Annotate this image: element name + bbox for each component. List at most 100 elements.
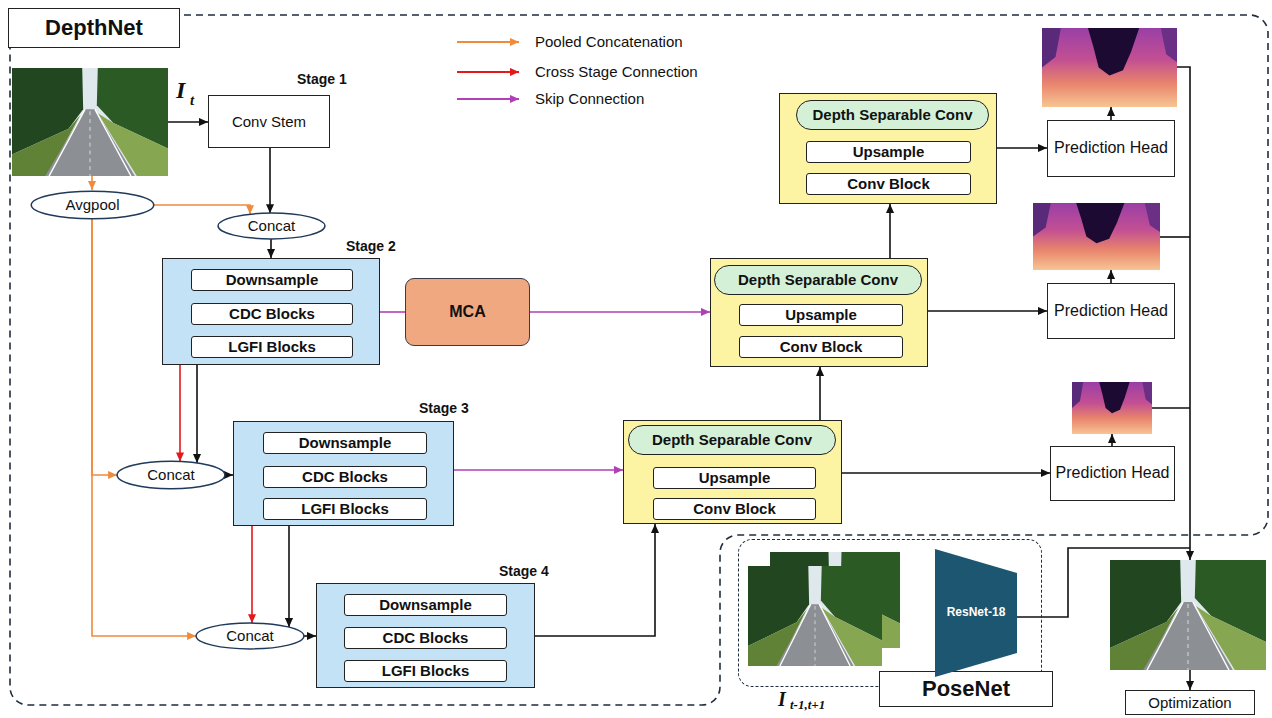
node-label: Downsample	[379, 596, 472, 613]
concat-ellipse: Concat	[217, 212, 326, 240]
connector	[819, 367, 821, 420]
connector	[304, 635, 316, 637]
connector	[997, 147, 1047, 149]
node-label: Conv Block	[847, 175, 930, 192]
legend-text: Skip Connection	[535, 90, 644, 107]
stage-label: Stage 1	[297, 71, 347, 87]
process-box: Stage 1Conv Stem	[208, 95, 330, 148]
connector	[842, 472, 1050, 474]
title-box: DepthNet	[8, 8, 180, 48]
region-outline: DepthNetStage 1Conv StemAvgpoolConcatSta…	[10, 15, 1268, 705]
head-arrow	[1110, 270, 1112, 283]
connector	[196, 365, 198, 463]
pose-line	[1016, 548, 1190, 617]
node-label: MCA	[449, 303, 485, 321]
heading-text: Depth Separable Conv	[738, 271, 898, 288]
stage-label: Stage 2	[346, 238, 396, 254]
node-label: Concat	[226, 627, 274, 644]
block-box: CDC Blocks	[263, 466, 427, 488]
pool-arrow	[91, 176, 93, 190]
connector	[530, 311, 710, 313]
node-label: ResNet-18	[947, 606, 1006, 620]
legend-swatch	[455, 34, 523, 50]
legend-text: Pooled Concatenation	[535, 33, 683, 50]
stage-box: Stage 4DownsampleCDC BlocksLGFI Blocks	[316, 583, 535, 688]
node-label: Prediction Head	[1054, 302, 1168, 320]
node-label: Conv Block	[693, 500, 776, 517]
process-box: Optimization	[1125, 690, 1255, 715]
block-box: LGFI Blocks	[191, 336, 353, 358]
input-arrow	[168, 121, 208, 123]
block-box: Upsample	[739, 304, 903, 326]
posenet-region: PoseNetResNet-18	[738, 539, 1042, 687]
image-subscript: t-1,t+1	[790, 698, 825, 711]
depth-merge-line	[1152, 407, 1190, 409]
heading-text: Stage 4	[499, 563, 549, 579]
decoder-box: Depth Separable ConvUpsampleConv Block	[710, 258, 928, 367]
context-image	[748, 566, 882, 666]
concat-ellipse: Avgpool	[30, 190, 155, 220]
heading-text: DepthNet	[45, 15, 143, 40]
decoder-box: Depth Separable ConvUpsampleConv Block	[779, 93, 997, 204]
block-box: Downsample	[191, 269, 353, 291]
node-label: Concat	[248, 217, 296, 234]
connector	[535, 524, 655, 636]
node-label: Downsample	[226, 271, 319, 288]
depth-map	[1072, 382, 1152, 434]
connector	[288, 526, 290, 627]
block-box: Downsample	[344, 594, 507, 616]
legend-item: Cross Stage Connection	[455, 63, 698, 81]
node-label: CDC Blocks	[229, 305, 315, 322]
image-subscript: t	[190, 93, 194, 108]
conv-pill: Depth Separable Conv	[628, 425, 836, 455]
node-label: LGFI Blocks	[301, 500, 389, 517]
connector	[889, 204, 891, 258]
block-box: CDC Blocks	[191, 303, 353, 325]
node-label: Upsample	[853, 143, 925, 160]
node-label: LGFI Blocks	[228, 338, 316, 355]
process-box: Prediction Head	[1047, 120, 1175, 177]
legend-item: Pooled Concatenation	[455, 33, 683, 51]
head-arrow	[1111, 434, 1113, 446]
block-box: LGFI Blocks	[263, 498, 427, 520]
decoder-box: Depth Separable ConvUpsampleConv Block	[623, 420, 842, 524]
depth-map	[1033, 203, 1160, 270]
node-label: CDC Blocks	[383, 629, 469, 646]
connector	[380, 311, 405, 313]
heading-text: Stage 2	[346, 238, 396, 254]
depth-map	[1042, 28, 1177, 107]
node-label: Upsample	[699, 469, 771, 486]
heading-text: Depth Separable Conv	[652, 431, 812, 448]
node-label: LGFI Blocks	[382, 662, 470, 679]
depth-merge-line	[1177, 67, 1190, 560]
image-symbol: I	[176, 78, 185, 102]
block-box: Downsample	[263, 432, 427, 454]
stage-box: Stage 3DownsampleCDC BlocksLGFI Blocks	[233, 421, 454, 526]
node-label: Prediction Head	[1056, 464, 1170, 482]
title-box: PoseNet	[879, 671, 1053, 707]
stage-label: Stage 3	[419, 400, 469, 416]
block-box: Conv Block	[739, 336, 903, 358]
depth-merge-line	[1160, 236, 1190, 238]
block-box: CDC Blocks	[344, 627, 507, 649]
image-symbol: I	[778, 689, 786, 709]
node-label: Prediction Head	[1054, 139, 1168, 157]
block-box: Upsample	[806, 141, 971, 163]
input-image	[12, 68, 168, 176]
resnet-trapezoid: ResNet-18	[935, 549, 1017, 677]
stage-label: Stage 4	[499, 563, 549, 579]
heading-text: Stage 1	[297, 71, 347, 87]
connector	[92, 219, 117, 475]
node-label: Avgpool	[66, 196, 120, 213]
legend-swatch	[455, 91, 523, 107]
conv-pill: Depth Separable Conv	[796, 100, 989, 130]
conv-pill: Depth Separable Conv	[714, 265, 922, 295]
connector	[225, 474, 233, 476]
block-box: Upsample	[653, 467, 816, 489]
head-arrow	[1110, 107, 1112, 120]
connector	[154, 205, 250, 214]
connector	[928, 310, 1047, 312]
stage-box: Stage 2DownsampleCDC BlocksLGFI Blocks	[162, 258, 380, 365]
block-box: LGFI Blocks	[344, 660, 507, 682]
